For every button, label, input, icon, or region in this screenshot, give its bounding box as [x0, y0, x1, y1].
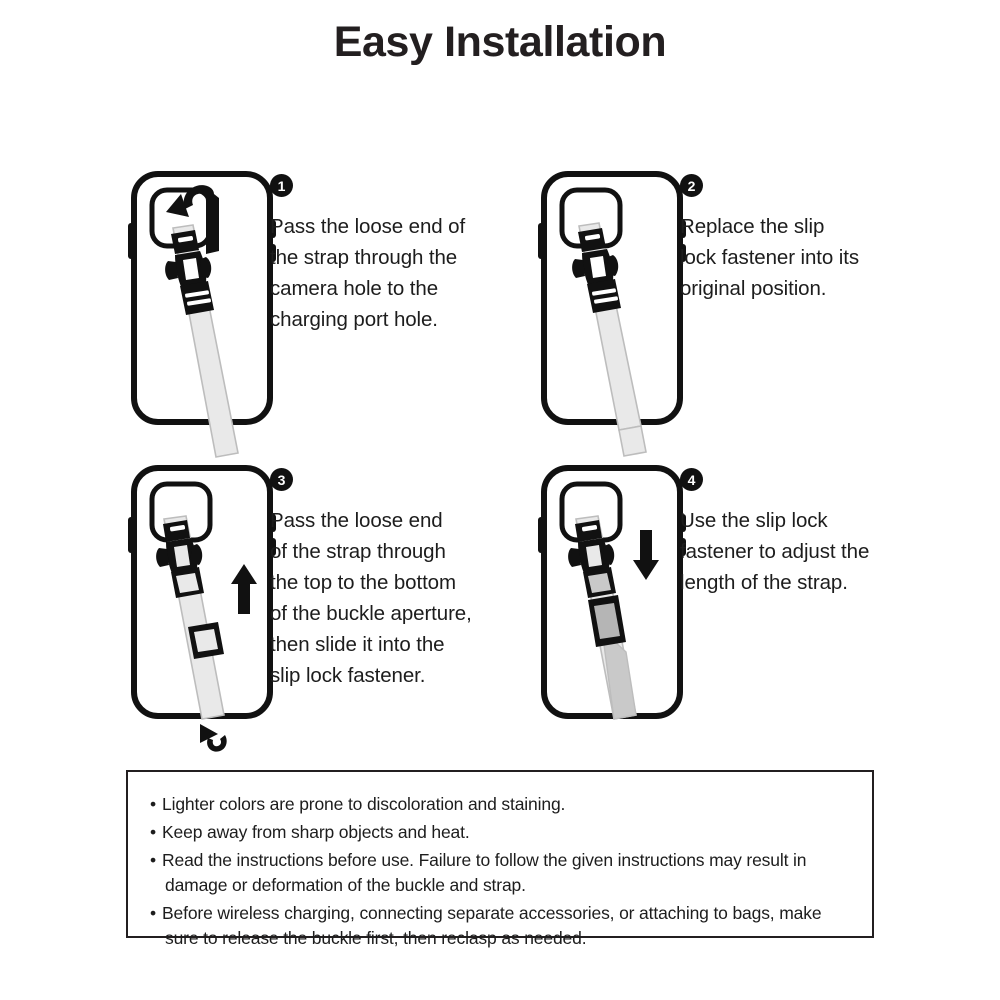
step-4-illustration [538, 465, 686, 720]
step-1-instruction: Pass the loose end of the strap through … [270, 211, 465, 335]
step-3-text-block: 3 Pass the loose end of the strap throug… [270, 468, 472, 691]
step-1-line-2: the strap through the [270, 246, 458, 269]
step-2-badge: 2 [680, 174, 703, 197]
slip-lock-fastener-icon [588, 595, 626, 647]
step-1-text-block: 1 Pass the loose end of the strap throug… [270, 174, 465, 335]
notice-item-3: • Read the instructions before use. Fail… [150, 848, 872, 898]
bullet-icon: • [150, 903, 156, 923]
step-4-line-1: Use the slip lock [680, 509, 828, 532]
buckle-icon [572, 228, 621, 313]
notice-box: • Lighter colors are prone to discolorat… [126, 770, 874, 948]
notice-item-1: • Lighter colors are prone to discolorat… [150, 792, 872, 817]
buckle-icon [156, 520, 204, 598]
slip-lock-fastener-icon [188, 622, 224, 659]
notice-item-3-line-2: damage or deformation of the buckle and … [165, 875, 526, 895]
curved-hook-arrow-icon [200, 724, 227, 752]
step-4-badge: 4 [680, 468, 703, 491]
step-3-line-3: the top to the bottom [270, 571, 456, 594]
step-2-text-block: 2 Replace the slip lock fastener into it… [680, 174, 859, 304]
step-2-instruction: Replace the slip lock fastener into its … [680, 211, 859, 304]
step-4-line-3: length of the strap. [680, 571, 848, 594]
notice-item-3-line-1: Read the instructions before use. Failur… [162, 850, 807, 870]
step-3-line-5: then slide it into the [270, 633, 445, 656]
step-4-line-2: fastener to adjust the [680, 540, 870, 563]
bullet-icon: • [150, 794, 156, 814]
notice-item-1-line-1: Lighter colors are prone to discoloratio… [162, 794, 566, 814]
step-2-line-1: Replace the slip [680, 215, 825, 238]
step-2-line-3: original position. [680, 277, 827, 300]
step-2-line-2: lock fastener into its [680, 246, 859, 269]
notice-list: • Lighter colors are prone to discolorat… [128, 772, 872, 951]
curved-hook-arrow-icon [166, 185, 219, 254]
step-3-line-6: slip lock fastener. [270, 664, 426, 687]
step-3-badge: 3 [270, 468, 293, 491]
step-2-illustration [538, 171, 686, 457]
bullet-icon: • [150, 850, 156, 870]
step-4: 4 Use the slip lock fastener to adjust t… [536, 462, 916, 742]
page-title: Easy Installation [333, 18, 667, 66]
step-3-line-2: of the strap through [270, 540, 446, 563]
buckle-icon [568, 520, 616, 598]
step-3-illustration [128, 465, 276, 752]
notice-item-2: • Keep away from sharp objects and heat. [150, 820, 872, 845]
step-3-instruction: Pass the loose end of the strap through … [270, 505, 472, 691]
step-3: 3 Pass the loose end of the strap throug… [126, 462, 506, 752]
step-1-illustration [128, 171, 276, 458]
step-4-instruction: Use the slip lock fastener to adjust the… [680, 505, 869, 598]
step-1-line-3: camera hole to the [270, 277, 438, 300]
step-2: 2 Replace the slip lock fastener into it… [536, 168, 916, 457]
bullet-icon: • [150, 822, 156, 842]
step-3-line-4: of the buckle aperture, [270, 602, 472, 625]
down-arrow-icon [633, 530, 659, 580]
step-1: 1 Pass the loose end of the strap throug… [126, 168, 506, 458]
buckle-icon [165, 230, 214, 315]
step-1-badge: 1 [270, 174, 293, 197]
up-arrow-icon [231, 564, 257, 614]
step-1-line-1: Pass the loose end of [270, 215, 466, 238]
notice-item-4-line-2: sure to release the buckle first, then r… [165, 928, 587, 948]
step-4-text-block: 4 Use the slip lock fastener to adjust t… [680, 468, 869, 598]
notice-item-4-line-1: Before wireless charging, connecting sep… [162, 903, 822, 923]
step-3-line-1: Pass the loose end [270, 509, 443, 532]
notice-item-4: • Before wireless charging, connecting s… [150, 901, 872, 951]
step-1-line-4: charging port hole. [270, 308, 438, 331]
notice-item-2-line-1: Keep away from sharp objects and heat. [162, 822, 470, 842]
